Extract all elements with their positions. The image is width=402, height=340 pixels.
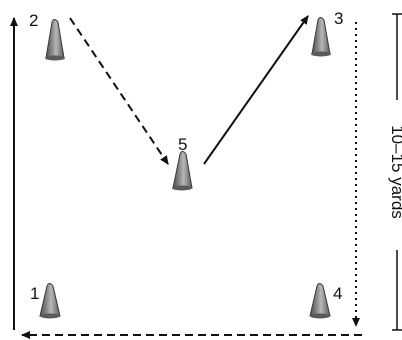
cone-icon <box>311 17 331 55</box>
path-2-to-5-arrow <box>69 17 169 165</box>
cone-1-label: 1 <box>30 284 39 303</box>
cone-2-label: 2 <box>29 11 38 30</box>
distance-label: 10–15 yards <box>388 125 402 219</box>
cone-icon <box>45 19 65 59</box>
distance-dimension: 10–15 yards <box>388 13 402 331</box>
cone-5-label: 5 <box>178 135 187 154</box>
cone-4-label: 4 <box>333 284 342 303</box>
cone-icon <box>39 283 61 317</box>
cone-icon <box>309 283 331 317</box>
cone-3: 3 <box>311 9 343 57</box>
cone-4: 4 <box>309 283 342 319</box>
cone-3-label: 3 <box>334 9 343 28</box>
cone-icon <box>172 151 193 189</box>
cone-5: 5 <box>172 135 193 191</box>
cone-1: 1 <box>30 283 61 319</box>
path-5-to-3-arrow <box>203 15 309 165</box>
cone-2: 2 <box>29 11 65 61</box>
